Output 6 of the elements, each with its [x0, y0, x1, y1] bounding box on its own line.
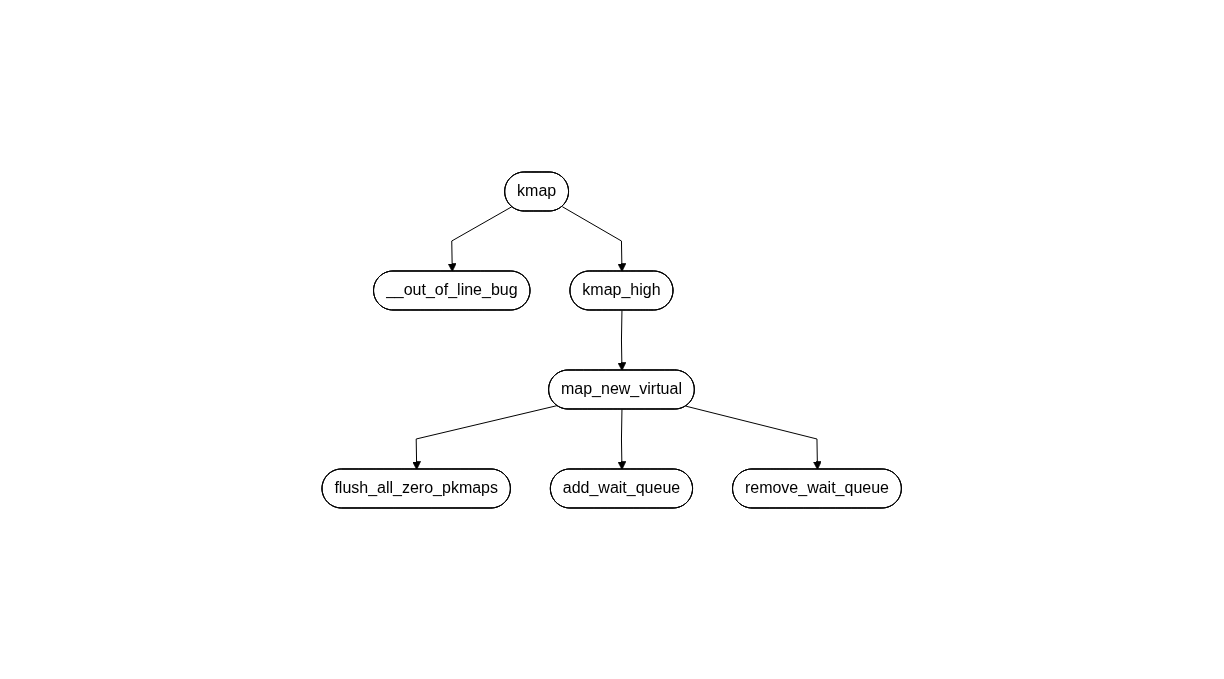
- arrow: [617, 408, 627, 470]
- arrow: [562, 205, 627, 272]
- arrow: [617, 309, 627, 371]
- arrow: [685, 405, 823, 470]
- arrow: [412, 404, 558, 470]
- arrow: [448, 205, 513, 272]
